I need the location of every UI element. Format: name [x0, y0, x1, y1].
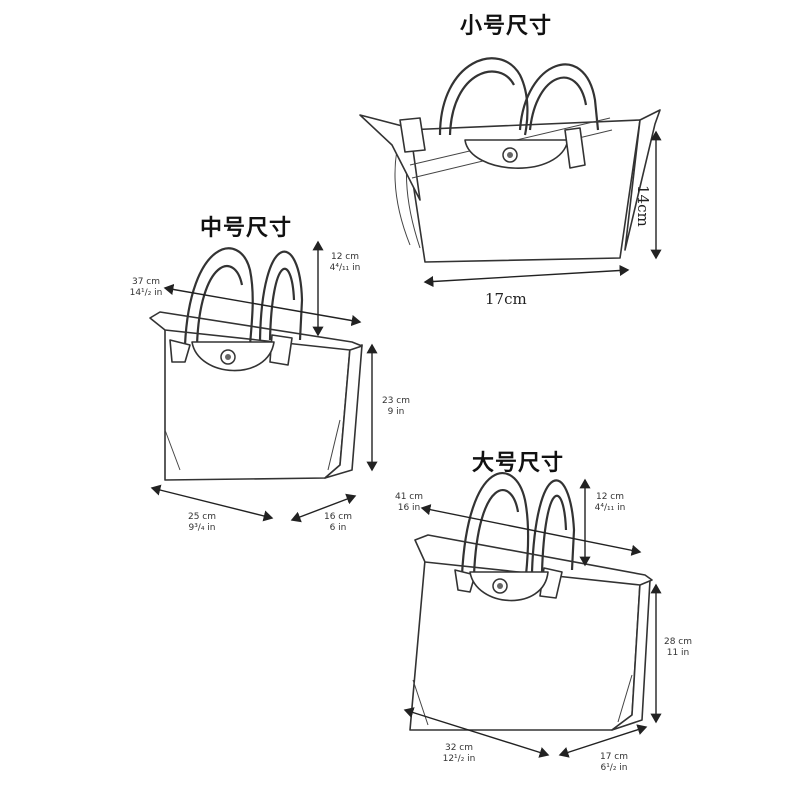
large-width-in: 12¹/₂ in: [442, 754, 476, 764]
medium-strap-arrow: [163, 283, 362, 327]
medium-height-cm: 23 cm: [381, 396, 411, 406]
medium-bag-illustration: [149, 247, 363, 481]
large-width-cm: 32 cm: [444, 743, 474, 753]
medium-handle-in: 4⁴/₁₁ in: [329, 263, 361, 273]
medium-width-in: 9³/₄ in: [188, 523, 216, 533]
medium-strap-cm: 37 cm: [131, 277, 161, 287]
medium-height-in: 9 in: [387, 407, 405, 417]
small-width-arrow: [423, 264, 630, 288]
large-height-cm: 28 cm: [663, 637, 693, 647]
medium-handle-label: 12 cm 4⁴/₁₁ in: [325, 252, 365, 274]
large-width-arrow: [403, 707, 550, 758]
medium-width-cm: 25 cm: [187, 512, 217, 522]
medium-strap-label: 37 cm 14¹/₂ in: [126, 277, 166, 299]
large-strap-cm: 41 cm: [394, 492, 424, 502]
large-width-label: 32 cm 12¹/₂ in: [437, 743, 481, 765]
small-width-label: 17cm: [485, 290, 527, 308]
medium-depth-label: 16 cm 6 in: [320, 512, 356, 534]
large-depth-label: 17 cm 6¹/₂ in: [594, 752, 634, 774]
large-height-label: 28 cm 11 in: [660, 637, 696, 659]
large-size-title: 大号尺寸: [472, 451, 565, 476]
medium-width-label: 25 cm 9³/₄ in: [180, 512, 224, 534]
medium-height-label: 23 cm 9 in: [378, 396, 414, 418]
medium-depth-arrow: [290, 493, 357, 523]
small-size-title: 小号尺寸: [460, 14, 553, 39]
large-height-in: 11 in: [666, 648, 690, 658]
large-handle-in: 4⁴/₁₁ in: [594, 503, 626, 513]
large-depth-arrow: [558, 724, 648, 758]
large-depth-in: 6¹/₂ in: [600, 763, 628, 773]
medium-size-title: 中号尺寸: [200, 216, 293, 241]
large-strap-in: 16 in: [397, 503, 421, 513]
medium-width-arrow: [150, 484, 274, 522]
medium-depth-cm: 16 cm: [323, 512, 353, 522]
small-height-label: 14cm: [634, 185, 652, 227]
large-bag-illustration: [409, 472, 653, 731]
medium-depth-in: 6 in: [329, 523, 347, 533]
large-handle-cm: 12 cm: [595, 492, 625, 502]
medium-strap-in: 14¹/₂ in: [129, 288, 163, 298]
large-depth-cm: 17 cm: [599, 752, 629, 762]
large-handle-label: 12 cm 4⁴/₁₁ in: [590, 492, 630, 514]
medium-handle-cm: 12 cm: [330, 252, 360, 262]
small-bag-illustration: [359, 57, 661, 263]
large-strap-arrow: [420, 504, 642, 556]
large-strap-label: 41 cm 16 in: [390, 492, 428, 514]
